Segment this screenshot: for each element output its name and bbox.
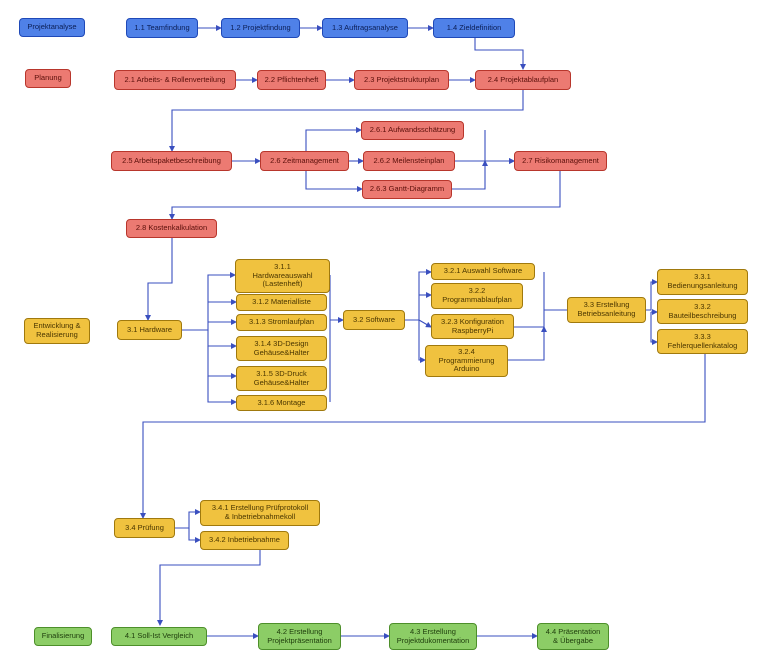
edge-3-4-to-3-4-2 — [188, 528, 201, 543]
node-2-8-kostenkalkulation: 2.8 Kostenkalkulation — [126, 219, 217, 238]
edge-3-3-to-3-3-1 — [646, 279, 658, 311]
node-3-1-5-3d-druck: 3.1.5 3D-Druck Gehäuse&Halter — [236, 366, 327, 391]
node-3-1-3-stromlaufplan: 3.1.3 Stromlaufplan — [236, 314, 327, 331]
node-3-2-4-programmierung-arduino: 3.2.4 Programmierung Arduino — [425, 345, 508, 377]
edge-3-4-2-to-4-1 — [157, 550, 261, 626]
node-3-2-3-konfiguration-raspberrypi: 3.2.3 Konfiguration RaspberryPi — [431, 314, 514, 339]
edge-3-1-to-3-1-6 — [207, 376, 237, 405]
edge-3-2-to-3-2-3 — [418, 319, 432, 328]
node-3-4-2-inbetriebnahme: 3.4.2 Inbetriebnahme — [200, 531, 289, 550]
node-4-3-projektdokumentation: 4.3 Erstellung Projektdukomentation — [389, 623, 477, 650]
node-2-4-projektablaufplan: 2.4 Projektablaufplan — [475, 70, 571, 90]
node-3-3-3-fehlerquellenkatalog: 3.3.3 Fehlerquellenkatalog — [657, 329, 748, 354]
phase-planung: Planung — [25, 69, 71, 88]
edge-2-6-to-2-6-3 — [305, 171, 363, 192]
edge-3-3-3-to-3-4 — [140, 352, 706, 519]
node-1-2-projektfindung: 1.2 Projektfindung — [221, 18, 300, 38]
node-2-5-arbeitspaketbeschreibung: 2.5 Arbeitspaketbeschreibung — [111, 151, 232, 171]
node-2-3-projektstrukturplan: 2.3 Projektstrukturplan — [354, 70, 449, 90]
node-4-2-projektpraesentation: 4.2 Erstellung Projektpräsentation — [258, 623, 341, 650]
node-3-1-4-3d-design: 3.1.4 3D-Design Gehäuse&Halter — [236, 336, 327, 361]
node-3-1-6-montage: 3.1.6 Montage — [236, 395, 327, 411]
node-3-2-1-auswahl-software: 3.2.1 Auswahl Software — [431, 263, 535, 280]
edge-3-2-to-3-2-1 — [405, 269, 432, 321]
phase-finalisierung: Finalisierung — [34, 627, 92, 646]
phase-projektanalyse: Projektanalyse — [19, 18, 85, 37]
edge-2-8-to-3-1 — [145, 238, 173, 321]
edge-hw-to-3-2 — [329, 275, 343, 402]
node-3-3-2-bauteilbeschreibung: 3.3.2 Bauteilbeschreibung — [657, 299, 748, 324]
edge-3-3-to-3-3-3 — [650, 312, 658, 345]
node-1-3-auftragsanalyse: 1.3 Auftragsanalyse — [322, 18, 408, 38]
node-2-2-pflichtenheft: 2.2 Pflichtenheft — [257, 70, 326, 90]
edge-2-7-to-2-8 — [169, 171, 561, 220]
node-3-1-2-materialliste: 3.1.2 Materialliste — [236, 294, 327, 311]
edge-2-4-to-2-5 — [169, 90, 524, 152]
edge-2-6-3-to-2-7 — [452, 160, 488, 190]
node-3-4-pruefung: 3.4 Prüfung — [114, 518, 175, 538]
edge-1-4-to-2-4 — [474, 38, 526, 70]
node-3-1-hardware: 3.1 Hardware — [117, 320, 182, 340]
node-3-3-betriebsanleitung: 3.3 Erstellung Betriebsanleitung — [567, 297, 646, 323]
phase-entwicklung: Entwicklung & Realisierung — [24, 318, 90, 344]
node-2-7-risikomanagement: 2.7 Risikomanagement — [514, 151, 607, 171]
node-3-2-software: 3.2 Software — [343, 310, 405, 330]
edge-3-4-to-3-4-1 — [175, 509, 201, 529]
node-4-4-praesentation-uebergabe: 4.4 Präsentation & Übergabe — [537, 623, 609, 650]
edge-3-1-to-3-1-4 — [207, 330, 237, 349]
node-2-6-zeitmanagement: 2.6 Zeitmanagement — [260, 151, 349, 171]
edge-2-6-to-2-6-1 — [305, 127, 362, 151]
node-2-6-2-meilensteinplan: 2.6.2 Meilensteinplan — [363, 151, 455, 171]
edge-2-6-1-to-2-7 — [484, 130, 515, 164]
node-1-4-zieldefinition: 1.4 Zieldefinition — [433, 18, 515, 38]
node-2-6-3-gantt-diagramm: 2.6.3 Gantt-Diagramm — [362, 180, 452, 199]
node-2-6-1-aufwandsschaetzung: 2.6.1 Aufwandsschätzung — [361, 121, 464, 140]
node-3-3-1-bedienungsanleitung: 3.3.1 Bedienungsanleitung — [657, 269, 748, 295]
node-4-1-soll-ist-vergleich: 4.1 Soll-Ist Vergleich — [111, 627, 207, 646]
node-3-2-2-programmablaufplan: 3.2.2 Programmablaufplan — [431, 283, 523, 309]
node-1-1-teamfindung: 1.1 Teamfindung — [126, 18, 198, 38]
edge-3-2-to-3-2-4 — [418, 320, 426, 363]
node-2-1-arbeits-rollenverteilung: 2.1 Arbeits- & Rollenverteilung — [114, 70, 236, 90]
node-3-1-1-hardwareauswahl: 3.1.1 Hardwareauswahl (Lastenheft) — [235, 259, 330, 293]
node-3-4-1-pruefprotokoll: 3.4.1 Erstellung Prüfprotokoll & Inbetri… — [200, 500, 320, 526]
edge-sw-to-3-3 — [508, 272, 567, 361]
edge-3-1-to-3-1-5 — [207, 346, 237, 379]
